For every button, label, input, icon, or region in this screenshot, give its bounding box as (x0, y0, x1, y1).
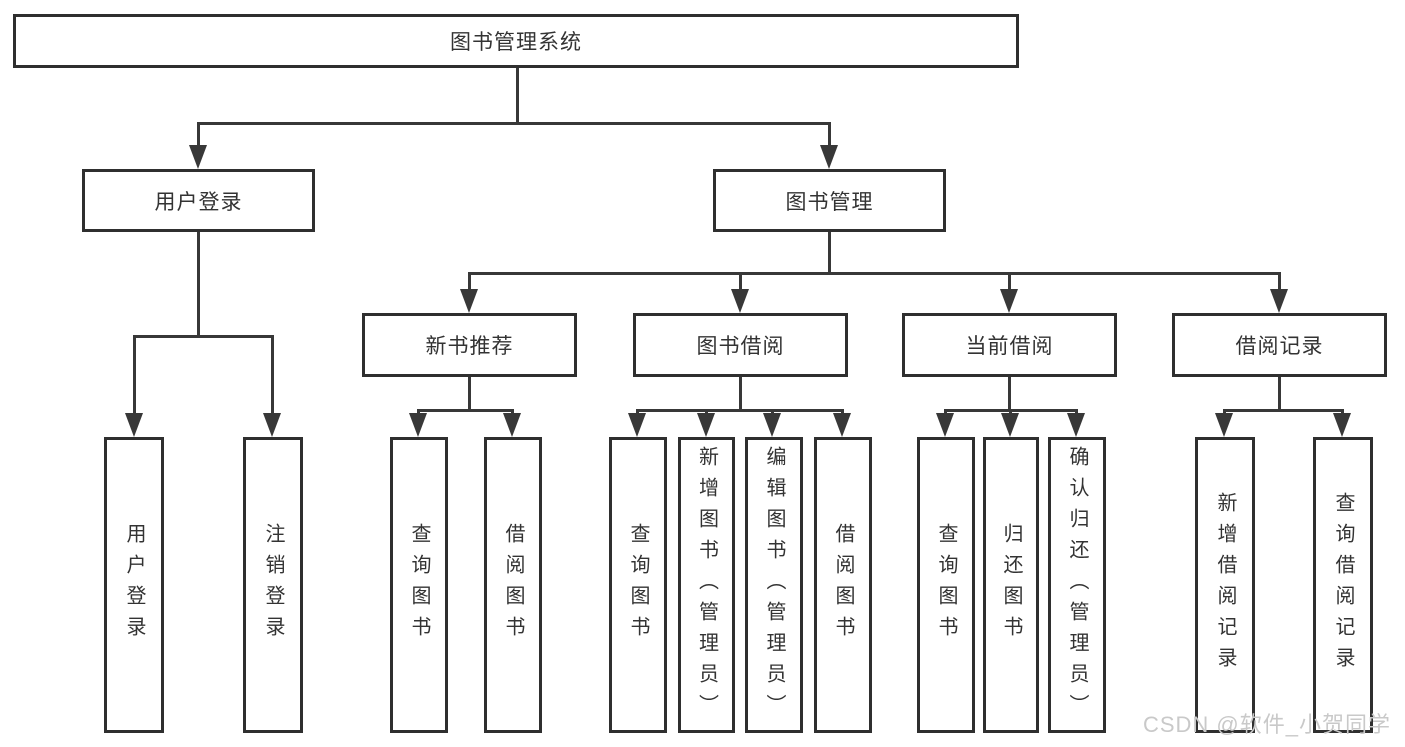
arrow-down-icon (409, 413, 427, 437)
node-leaf-bb-query: 查询图书 (609, 437, 667, 733)
node-root: 图书管理系统 (13, 14, 1019, 68)
connector-line (197, 122, 830, 125)
connector-line (271, 335, 274, 415)
arrow-down-icon (1215, 413, 1233, 437)
node-current-borrow-label: 当前借阅 (965, 335, 1054, 358)
arrow-down-icon (460, 289, 478, 313)
node-user-login-branch-label: 用户登录 (154, 190, 243, 214)
node-leaf-bb-query-label: 查询图书 (627, 523, 649, 647)
connector-line (739, 377, 742, 409)
arrow-down-icon (189, 145, 207, 169)
arrow-down-icon (1067, 413, 1085, 437)
arrow-down-icon (1333, 413, 1351, 437)
node-leaf-cb-query: 查询图书 (917, 437, 975, 733)
node-book-borrow-label: 图书借阅 (696, 335, 785, 358)
node-leaf-logout-label: 注销登录 (262, 523, 284, 647)
node-current-borrow: 当前借阅 (902, 313, 1117, 377)
node-book-mgmt-branch-label: 图书管理 (785, 190, 874, 214)
arrow-down-icon (820, 145, 838, 169)
arrow-down-icon (125, 413, 143, 437)
connector-line (1278, 272, 1281, 291)
node-leaf-br-query-label: 查询借阅记录 (1332, 492, 1354, 678)
node-user-login-branch: 用户登录 (82, 169, 315, 232)
node-leaf-user-login: 用户登录 (104, 437, 164, 733)
csdn-watermark: CSDN @软件_小贺同学 (1142, 712, 1391, 737)
connector-line (133, 335, 274, 338)
connector-line (197, 232, 200, 335)
node-leaf-bb-edit-label: 编辑图书（管理员） (763, 445, 785, 725)
connector-line (739, 272, 742, 291)
connector-line (636, 409, 843, 412)
node-leaf-br-query: 查询借阅记录 (1313, 437, 1373, 733)
node-new-books: 新书推荐 (362, 313, 577, 377)
arrow-down-icon (763, 413, 781, 437)
arrow-down-icon (936, 413, 954, 437)
node-leaf-cb-query-label: 查询图书 (935, 523, 957, 647)
node-leaf-nb-borrow-label: 借阅图书 (502, 523, 524, 647)
node-borrow-records-label: 借阅记录 (1235, 335, 1324, 358)
node-book-borrow: 图书借阅 (633, 313, 848, 377)
node-root-label: 图书管理系统 (450, 31, 582, 54)
connector-line (1223, 409, 1343, 412)
node-leaf-bb-add: 新增图书（管理员） (678, 437, 735, 733)
node-leaf-bb-borrow-label: 借阅图书 (832, 523, 854, 647)
arrow-down-icon (1270, 289, 1288, 313)
node-leaf-cb-confirm: 确认归还（管理员） (1048, 437, 1106, 733)
connector-line (1278, 377, 1281, 409)
node-leaf-br-add: 新增借阅记录 (1195, 437, 1255, 733)
node-leaf-nb-query-label: 查询图书 (408, 523, 430, 647)
node-leaf-cb-return-label: 归还图书 (1000, 523, 1022, 647)
arrow-down-icon (1001, 413, 1019, 437)
arrow-down-icon (263, 413, 281, 437)
node-leaf-bb-edit: 编辑图书（管理员） (745, 437, 803, 733)
connector-line (468, 272, 471, 291)
arrow-down-icon (628, 413, 646, 437)
connector-line (133, 335, 136, 415)
node-leaf-nb-borrow: 借阅图书 (484, 437, 542, 733)
node-leaf-user-login-label: 用户登录 (123, 523, 145, 647)
node-borrow-records: 借阅记录 (1172, 313, 1387, 377)
node-leaf-bb-add-label: 新增图书（管理员） (695, 445, 718, 725)
node-leaf-bb-borrow: 借阅图书 (814, 437, 872, 733)
connector-line (468, 272, 1281, 275)
node-leaf-cb-confirm-label: 确认归还（管理员） (1066, 445, 1088, 725)
connector-line (828, 232, 831, 272)
node-leaf-cb-return: 归还图书 (983, 437, 1039, 733)
connector-line (1008, 272, 1011, 291)
node-new-books-label: 新书推荐 (425, 335, 514, 358)
node-leaf-br-add-label: 新增借阅记录 (1214, 492, 1236, 678)
arrow-down-icon (1000, 289, 1018, 313)
node-leaf-logout: 注销登录 (243, 437, 303, 733)
node-leaf-nb-query: 查询图书 (390, 437, 448, 733)
connector-line (1008, 377, 1011, 409)
connector-line (828, 122, 831, 147)
arrow-down-icon (503, 413, 521, 437)
connector-line (197, 122, 200, 147)
arrow-down-icon (697, 413, 715, 437)
node-book-mgmt-branch: 图书管理 (713, 169, 946, 232)
arrow-down-icon (833, 413, 851, 437)
connector-line (417, 409, 514, 412)
connector-line (516, 68, 519, 122)
connector-line (468, 377, 471, 409)
arrow-down-icon (731, 289, 749, 313)
